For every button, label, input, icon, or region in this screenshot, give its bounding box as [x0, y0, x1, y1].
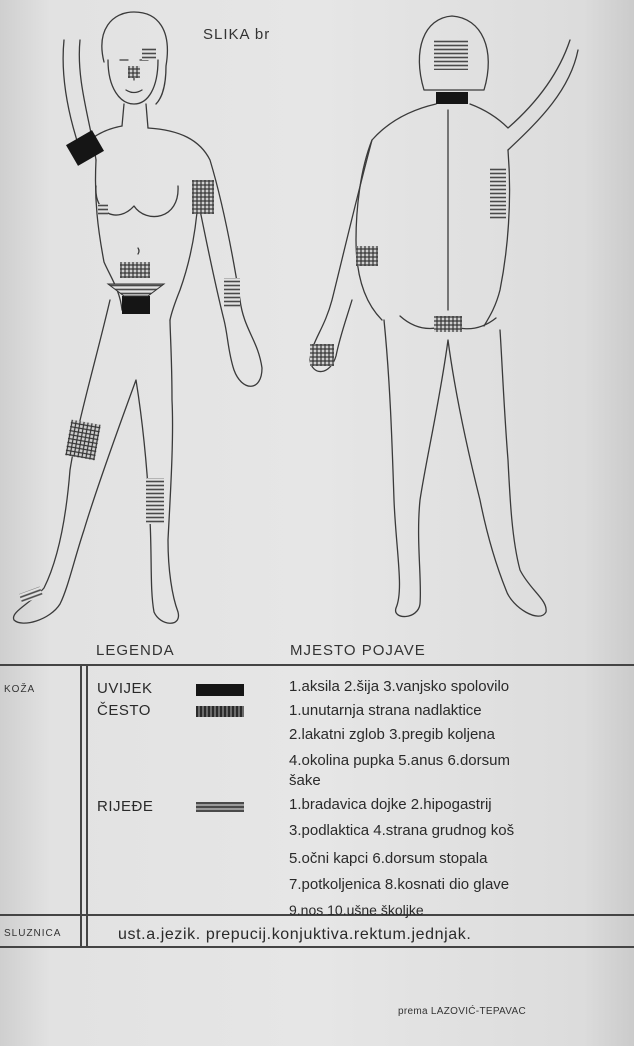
- site-line: 4.okolina pupka 5.anus 6.dorsum: [289, 752, 510, 769]
- site-line: 7.potkoljenica 8.kosnati dio glave: [289, 876, 509, 893]
- back-figure: [310, 16, 578, 617]
- legend-header: LEGENDA: [96, 642, 175, 659]
- site-line: 2.lakatni zglob 3.pregib koljena: [289, 726, 495, 743]
- front-foot-marker: [19, 587, 43, 604]
- swatch-always: [196, 684, 244, 696]
- front-forearm-marker: [224, 278, 240, 308]
- mucosa-label: SLUZNICA: [4, 928, 61, 939]
- front-navel: [138, 248, 139, 254]
- sites-header: MJESTO POJAVE: [290, 642, 426, 659]
- back-legs: [384, 320, 546, 617]
- front-hanging-arm: [148, 128, 262, 386]
- legend-table: KOŽA UVIJEK 1.aksila 2.šija 3.vanjsko sp…: [0, 664, 634, 954]
- front-axilla-marker: [66, 130, 104, 166]
- front-figure: [13, 12, 262, 623]
- site-line: šake: [289, 772, 321, 789]
- skin-label: KOŽA: [4, 684, 35, 695]
- back-raised-arm: [470, 40, 578, 150]
- front-nose-marker: [128, 66, 140, 78]
- swatch-often: [196, 706, 244, 717]
- front-shin-marker: [146, 478, 164, 524]
- site-line: 5.očni kapci 6.dorsum stopala: [289, 850, 487, 867]
- table-top-rule: [0, 664, 634, 666]
- body-figures: [0, 0, 634, 640]
- frequency-always: UVIJEK: [97, 680, 153, 697]
- front-upperarm-marker: [192, 180, 214, 214]
- frequency-often: ČESTO: [97, 702, 151, 719]
- frequency-rarely: RIJEĐE: [97, 798, 153, 815]
- back-upperarm-marker: [490, 168, 506, 220]
- site-line: 1.aksila 2.šija 3.vanjsko spolovilo: [289, 678, 509, 695]
- front-legs: [13, 300, 178, 623]
- site-line: 1.unutarnja strana nadlaktice: [289, 702, 482, 719]
- table-divider-2: [86, 664, 88, 946]
- front-breasts: [96, 186, 178, 217]
- front-neck: [122, 104, 148, 128]
- back-anus-marker: [434, 316, 462, 332]
- back-neck-marker: [436, 92, 468, 104]
- front-nipple-marker: [98, 204, 108, 216]
- front-knee-marker: [65, 420, 101, 461]
- back-elbow-marker: [356, 246, 378, 266]
- front-eyelid-marker: [142, 48, 156, 60]
- site-line: 3.podlaktica 4.strana grudnog koš: [289, 822, 514, 839]
- table-divider-1: [80, 664, 82, 946]
- swatch-rarely: [196, 802, 244, 812]
- front-hair: [102, 12, 167, 104]
- site-line: 9.nos 10.ušne školjke: [289, 902, 424, 918]
- back-hand-marker: [310, 344, 334, 366]
- mucosa-sites: ust.a.jezik. prepucij.konjuktiva.rektum.…: [118, 926, 471, 944]
- back-torso: [356, 104, 510, 326]
- source-credit: prema LAZOVIĆ-TEPAVAC: [398, 1006, 526, 1017]
- table-bottom-rule: [0, 946, 634, 948]
- back-scalp-marker: [434, 40, 468, 70]
- front-hypogastric-marker: [108, 284, 164, 296]
- front-navel-marker: [120, 262, 150, 278]
- front-genital-marker: [122, 296, 150, 314]
- site-line: 1.bradavica dojke 2.hipogastrij: [289, 796, 492, 813]
